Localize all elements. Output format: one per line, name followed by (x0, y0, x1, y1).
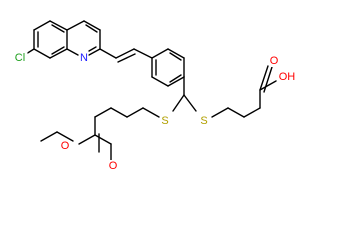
bond (40, 131, 58, 142)
sulfur-atom-label-right: S (200, 115, 207, 127)
label-background (108, 160, 118, 172)
bond (263, 66, 273, 93)
bond (115, 48, 135, 59)
bond (51, 24, 65, 33)
bond (142, 107, 160, 118)
nitrogen-atom-label: N (80, 52, 88, 64)
bond (259, 65, 269, 91)
label-background (60, 140, 70, 152)
bond (169, 74, 182, 83)
ester-oxygen-label: O (61, 140, 70, 152)
bond-lines (25, 20, 277, 163)
hydroxyl-label: OH (279, 71, 296, 83)
bond (183, 94, 197, 112)
bond (83, 20, 101, 31)
label-background (79, 52, 89, 64)
bond (78, 134, 96, 145)
bond (211, 107, 229, 118)
bond (88, 46, 97, 52)
bond (167, 76, 185, 87)
bond (117, 53, 136, 63)
bond (85, 24, 98, 33)
molecule-structure: Cl N S S OH O O O (12, 20, 296, 172)
bond (126, 107, 144, 118)
bond (151, 48, 169, 59)
carbonyl-oxygen-label-ester: O (109, 160, 118, 172)
bond (66, 48, 79, 56)
bond (133, 48, 153, 59)
atom-labels: Cl N S S OH O O O (12, 52, 296, 172)
bond (99, 48, 117, 59)
chlorine-atom-label: Cl (15, 52, 25, 64)
label-background (160, 115, 170, 127)
bond (66, 20, 85, 31)
bond (33, 20, 51, 31)
bond (243, 107, 261, 118)
bond (49, 20, 68, 31)
bond (88, 48, 101, 56)
bond (227, 107, 245, 118)
bond (259, 80, 277, 91)
bond (33, 48, 51, 59)
bond (172, 94, 185, 112)
bond (56, 131, 74, 142)
bond (167, 48, 185, 59)
label-background (269, 55, 279, 67)
label-background (12, 52, 28, 64)
bond (110, 107, 128, 118)
bond (94, 134, 112, 145)
label-background (199, 115, 209, 127)
label-background (279, 71, 295, 83)
bond (151, 76, 169, 87)
bond (94, 107, 112, 118)
bond (51, 46, 65, 55)
bond (49, 48, 68, 59)
carbonyl-oxygen-label-acid: O (270, 55, 279, 67)
bond (169, 52, 182, 61)
sulfur-atom-label-left: S (161, 115, 168, 127)
